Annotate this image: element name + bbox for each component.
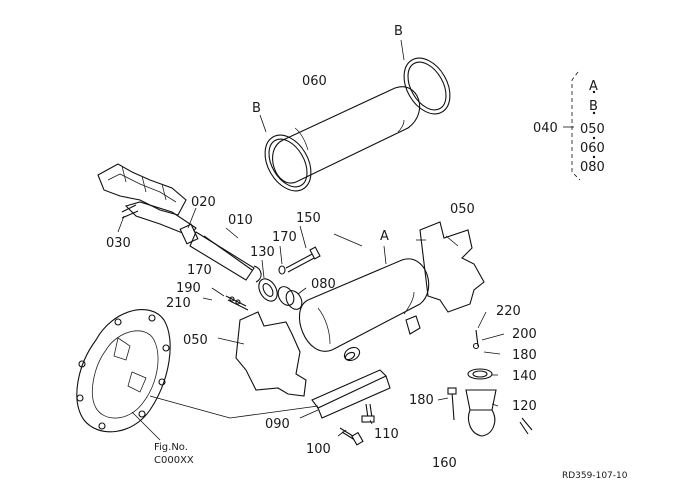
- label-200: 200: [512, 327, 537, 342]
- band-b-right: [400, 39, 451, 115]
- connector-lines: [333, 233, 426, 247]
- kit-label-060: 060: [580, 141, 605, 156]
- bolt-100: [337, 427, 364, 446]
- label-210: 210: [166, 296, 191, 311]
- gasket-080: [277, 286, 307, 310]
- label-170-lower: 170: [187, 263, 212, 278]
- exhaust-pipe-010: [189, 227, 262, 283]
- heat-shield-050-left: [217, 311, 307, 397]
- kit-label-080: 080: [580, 160, 605, 175]
- label-110: 110: [374, 427, 399, 442]
- label-220: 220: [496, 304, 521, 319]
- label-180-left: 180: [409, 393, 434, 408]
- nuts-190-210: [202, 287, 249, 311]
- engine-flange: [76, 309, 319, 441]
- kit-label-a: A: [589, 79, 598, 94]
- label-050-left: 050: [183, 333, 208, 348]
- label-120: 120: [512, 399, 537, 414]
- label-b-top: B: [394, 24, 403, 39]
- label-190: 190: [176, 281, 201, 296]
- label-060: 060: [302, 74, 327, 89]
- label-010: 010: [228, 213, 253, 228]
- label-170-upper: 170: [272, 230, 297, 245]
- label-020: 020: [191, 195, 216, 210]
- label-b-left: B: [252, 101, 261, 116]
- kit-label-b: B: [589, 99, 598, 114]
- bracket-090: [299, 369, 391, 419]
- band-b-left: [259, 114, 312, 192]
- cover-060: [272, 86, 421, 184]
- label-150: 150: [296, 211, 321, 226]
- fig-no-label: Fig.No.: [154, 442, 188, 453]
- muffler-body: [298, 245, 430, 362]
- bolt-110: [361, 403, 375, 425]
- studs-030: [117, 204, 139, 233]
- label-040: 040: [533, 121, 558, 136]
- label-a-mark: A: [380, 229, 389, 244]
- fig-code-label: C000XX: [154, 455, 194, 466]
- label-030: 030: [106, 236, 131, 251]
- bolt-150: [285, 225, 321, 273]
- label-160: 160: [432, 456, 457, 471]
- clamp-assembly: [437, 311, 533, 437]
- label-140: 140: [512, 369, 537, 384]
- exhaust-manifold: [97, 163, 199, 245]
- label-050-right: 050: [450, 202, 475, 217]
- gasket-130: [258, 259, 278, 302]
- document-code: RD359-107-10: [562, 471, 628, 481]
- kit-bracket: [563, 71, 596, 181]
- label-130: 130: [250, 245, 275, 260]
- heat-shield-050-right: [419, 221, 485, 313]
- label-090: 090: [265, 417, 290, 432]
- label-100: 100: [306, 442, 331, 457]
- label-080: 080: [311, 277, 336, 292]
- washer-170-upper: [278, 245, 286, 275]
- label-180-right: 180: [512, 348, 537, 363]
- kit-label-050: 050: [580, 122, 605, 137]
